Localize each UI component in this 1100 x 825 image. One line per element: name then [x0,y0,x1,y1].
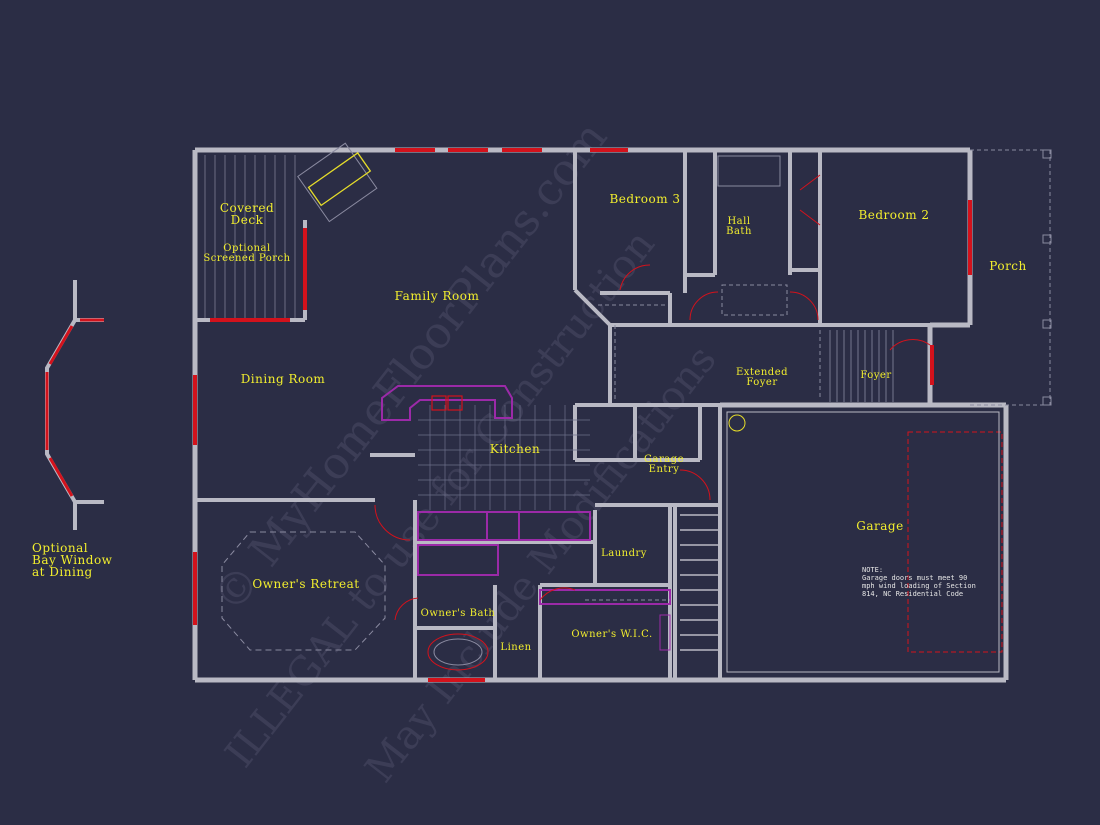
bay-window-glass [45,318,104,497]
deck-boards [204,155,296,318]
interior-walls [195,150,970,680]
watermark: © MyHomeFloorPlans.com ILLEGAL to use fo… [203,112,725,791]
garage-inner [726,411,1000,673]
bay-window-label: Optional Bay Window at Dining [32,541,113,579]
porch-posts [1042,149,1052,406]
room-label-garage: Garage [856,519,904,533]
bay-window-detail [45,280,104,530]
room-label-extended-foyer: Extended Foyer [735,367,789,388]
room-label-laundry: Laundry [601,548,647,559]
garage-door [907,431,1003,653]
garage-note: NOTE: Garage doors must meet 90 mph wind… [862,566,976,598]
room-label-dining-room: Dining Room [240,372,326,386]
room-label-covered-deck: Covered Deck [219,201,275,227]
room-label-screened-porch: Optional Screened Porch [203,243,291,264]
fireplace [297,142,378,223]
room-label-family-room: Family Room [394,289,480,303]
foyer-steps [829,330,894,402]
porch-outline [970,149,1051,406]
room-label-hall-bath: Hall Bath [726,216,752,237]
windows [193,148,972,682]
room-label-bedroom2: Bedroom 2 [858,208,930,222]
room-label-porch: Porch [989,259,1027,273]
fixtures [427,155,788,671]
door-swings [374,174,931,621]
stairs [680,514,718,651]
kitchen-tiles [418,405,590,510]
kitchen-sink [431,395,463,411]
room-label-foyer: Foyer [860,370,892,381]
kitchen-cabinets [381,385,671,605]
room-label-owners-retreat: Owner's Retreat [252,577,360,591]
room-label-owners-bath: Owner's Bath [420,608,496,619]
room-label-garage-entry: Garage Entry [643,454,685,475]
room-label-bedroom3: Bedroom 3 [609,192,681,206]
room-label-linen: Linen [500,642,532,653]
room-label-kitchen: Kitchen [489,442,541,456]
closets [585,304,821,601]
room-label-owners-wic: Owner's W.I.C. [571,629,653,640]
